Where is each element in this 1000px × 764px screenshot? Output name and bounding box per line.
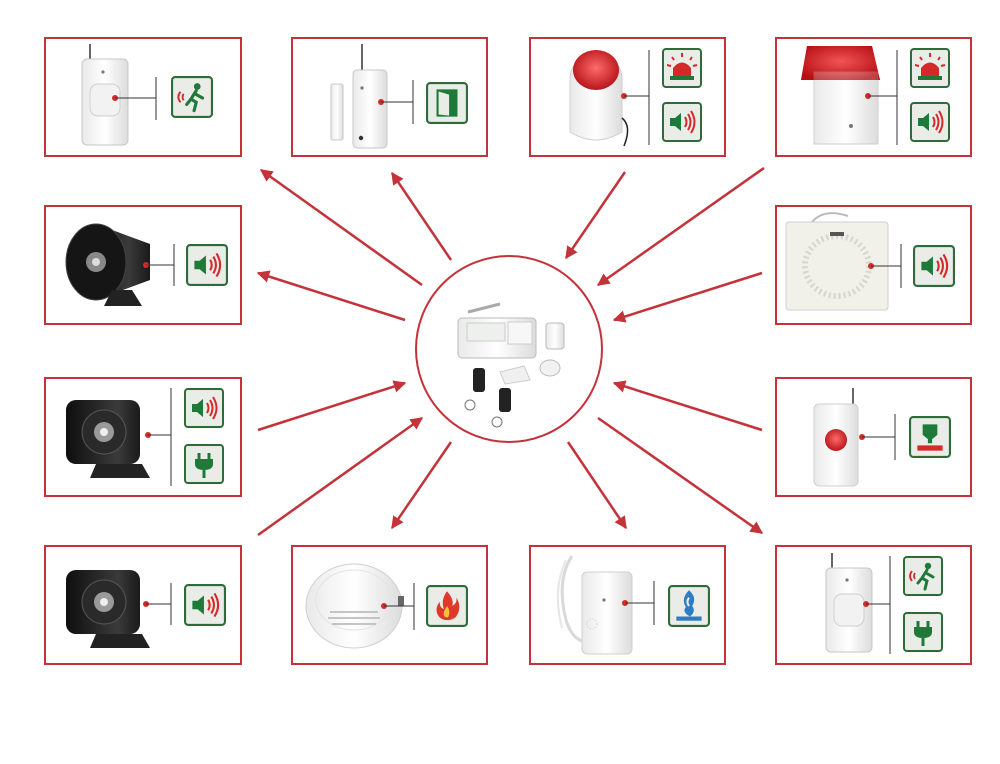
speaker-sound-icon [662,102,702,142]
gas-detector-body [556,555,633,655]
strobe-siren-box [775,37,972,157]
power-plug-icon [184,444,224,484]
wired-horn-siren [44,377,242,497]
arrow-to-pir-motion-sensor [259,168,423,287]
alarm-control-kit [415,255,603,443]
wired-horn-body [66,400,150,478]
arrow-to-gas-leak-detector [566,441,628,530]
door-sensor-body [330,44,388,149]
horn-speaker [44,205,242,325]
horn-speaker-body [65,223,150,306]
strobe-siren-round [529,37,726,157]
arrow-to-strobe-siren-box [596,166,765,287]
horn-siren-body [66,570,150,648]
wired-pir-body [825,553,873,653]
wired-pir-sensor [775,545,972,665]
hub-pir-sensor [545,322,565,350]
emergency-button-icon [909,416,951,458]
pir-motion-sensor [44,37,242,157]
arrow-to-wired-pir-sensor [597,416,764,535]
connection-arrows [256,166,765,537]
smoke-detector-body [305,563,404,649]
power-plug-icon [903,612,943,652]
arrow-to-wired-horn-siren [257,380,407,432]
arrow-to-horn-siren [257,416,424,537]
speaker-sound-icon [186,244,228,286]
arrow-to-door-contact-sensor [390,171,453,261]
speaker-sound-icon [910,102,950,142]
hub-door-contact [499,365,531,385]
smoke-detector [291,545,488,665]
fire-icon [426,585,468,627]
horn-siren [44,545,242,665]
arrow-to-horn-speaker [256,270,406,322]
arrow-to-smoke-detector [390,441,453,530]
speaker-sound-icon [184,388,224,428]
arrow-to-indoor-speaker-box [612,271,763,323]
door-open-icon [426,82,468,124]
motion-detect-icon [171,76,213,118]
round-siren-body [569,50,629,147]
panic-button [775,377,972,497]
speaker-box-body [785,212,889,311]
pir-sensor-body [81,44,129,146]
remote-controls [464,368,511,428]
motion-detect-icon [903,556,943,596]
hub-siren [539,359,561,377]
indoor-speaker-box [775,205,972,325]
box-siren-body [801,46,880,145]
door-contact-sensor [291,37,488,157]
speaker-sound-icon [913,245,955,287]
gas-leak-detector [529,545,726,665]
strobe-light-icon [910,48,950,88]
control-panel [457,302,537,359]
strobe-light-icon [662,48,702,88]
arrow-to-strobe-siren-round [564,171,627,260]
gas-flame-icon [668,585,710,627]
arrow-to-panic-button [612,380,763,432]
speaker-sound-icon [184,584,226,626]
panic-button-body [813,388,859,487]
